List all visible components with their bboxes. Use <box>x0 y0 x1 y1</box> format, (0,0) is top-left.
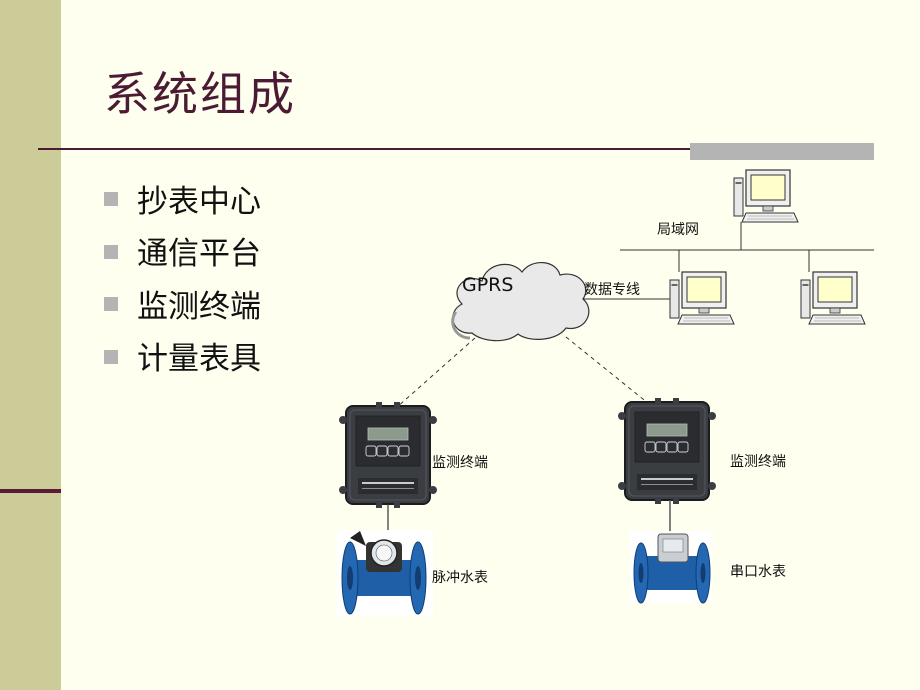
pulse-water-meter-icon <box>337 530 433 616</box>
title-divider <box>38 148 874 150</box>
cloud-icon <box>451 262 590 342</box>
terminal-label-left: 监测终端 <box>432 455 488 471</box>
gprs-label: GPRS <box>462 274 513 296</box>
meter-label-right: 串口水表 <box>730 564 786 580</box>
sidebar-band <box>0 0 61 690</box>
computer-icon <box>800 271 866 325</box>
square-bullet-icon <box>104 349 118 364</box>
bullet-item: 监测终端 <box>104 277 261 330</box>
meter-label-left: 脉冲水表 <box>432 570 488 586</box>
monitoring-terminal-icon <box>617 397 717 505</box>
square-bullet-icon <box>104 192 118 207</box>
computer-icon <box>733 169 799 223</box>
sidebar-accent-line <box>0 489 61 493</box>
terminal-label-right: 监测终端 <box>730 454 786 470</box>
monitoring-terminal-icon <box>338 401 438 509</box>
bullet-item: 通信平台 <box>104 225 261 278</box>
square-bullet-icon <box>104 244 118 259</box>
serial-water-meter-icon <box>630 531 712 604</box>
bullet-list: 抄表中心 通信平台 监测终端 计量表具 <box>104 172 261 382</box>
gprs-link-left <box>386 337 476 417</box>
slide-title: 系统组成 <box>104 67 296 121</box>
title-accent-bar <box>690 143 874 160</box>
bullet-item: 计量表具 <box>104 330 261 383</box>
data-line-label: 数据专线 <box>584 282 640 298</box>
lan-label: 局域网 <box>657 222 699 238</box>
computer-icon <box>669 271 735 325</box>
square-bullet-icon <box>104 297 118 312</box>
bullet-item: 抄表中心 <box>104 172 261 225</box>
